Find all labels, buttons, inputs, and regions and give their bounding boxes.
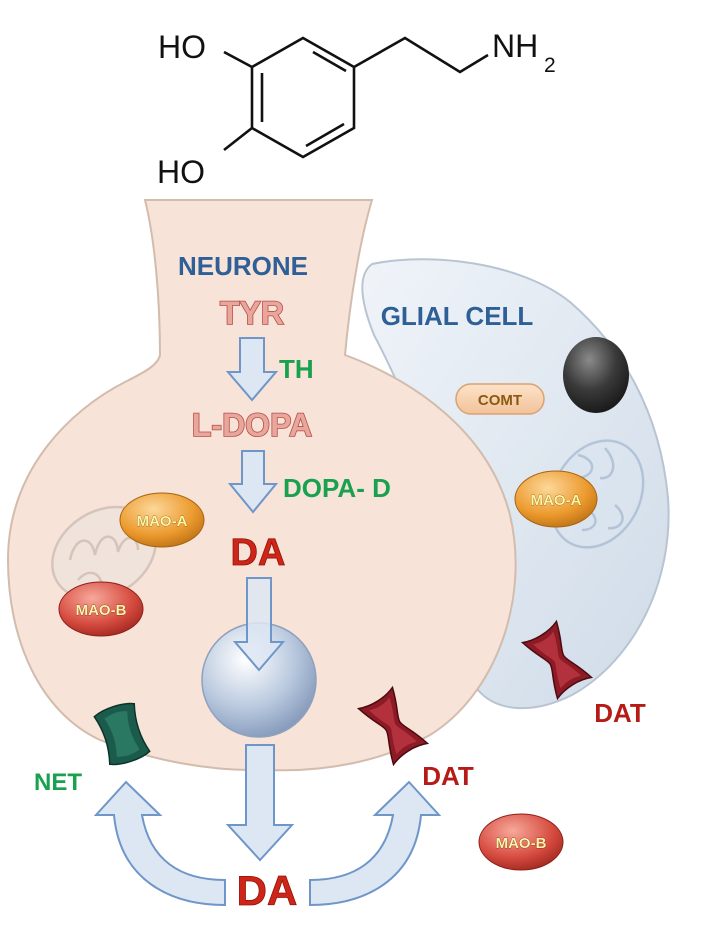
ring-double-bond [312, 50, 347, 73]
net-transporter [93, 702, 151, 766]
mao-b-extracellular-label: MAO-B [496, 835, 547, 852]
reuptake-arrow-net [93, 780, 226, 907]
arrow-ldopa-to-da [227, 450, 279, 514]
arrow-release [225, 744, 295, 862]
benzene-ring [250, 36, 356, 159]
th-label: TH [279, 354, 314, 384]
comt-label: COMT [478, 392, 522, 409]
hydroxyl-bottom-label: HO [157, 154, 205, 190]
arrow-da-to-vesicle [232, 577, 286, 672]
dopa-d-label: DOPA- D [283, 473, 391, 503]
glial-nucleus [563, 337, 629, 413]
ldopa-label: L-DOPA [192, 407, 312, 443]
tyr-label: TYR [220, 295, 284, 331]
mao-a-neuron [119, 492, 205, 548]
glial-title: GLIAL CELL [381, 301, 534, 331]
neuron-title: NEURONE [178, 251, 308, 281]
side-chain [353, 36, 489, 74]
ring-double-bond [305, 122, 345, 148]
mao-b-extracellular [478, 813, 564, 871]
mao-a-glial-label: MAO-A [531, 492, 582, 509]
dat-transporter-neuron [356, 685, 430, 767]
da-neuron-label: DA [231, 532, 286, 574]
reuptake-arrow-dat [309, 780, 442, 907]
da-synapse-label: DA [237, 867, 298, 914]
amine-subscript: 2 [544, 54, 556, 77]
mao-b-neuron-label: MAO-B [76, 602, 127, 619]
oh-top-bond [223, 50, 253, 69]
comt-enzyme [455, 383, 545, 415]
dat-glial-label: DAT [594, 698, 646, 728]
mao-a-glial [514, 470, 598, 528]
amine-label: NH [492, 28, 538, 64]
mao-b-neuron [58, 581, 144, 637]
dopamine-structure [223, 36, 489, 159]
net-label: NET [34, 769, 82, 796]
oh-bottom-bond [223, 126, 253, 152]
arrow-tyr-to-ldopa [225, 337, 279, 402]
mao-a-neuron-label: MAO-A [137, 513, 188, 530]
dat-transporter-glial [520, 619, 594, 701]
hydroxyl-top-label: HO [158, 29, 206, 65]
dat-synapse-label: DAT [422, 761, 474, 791]
